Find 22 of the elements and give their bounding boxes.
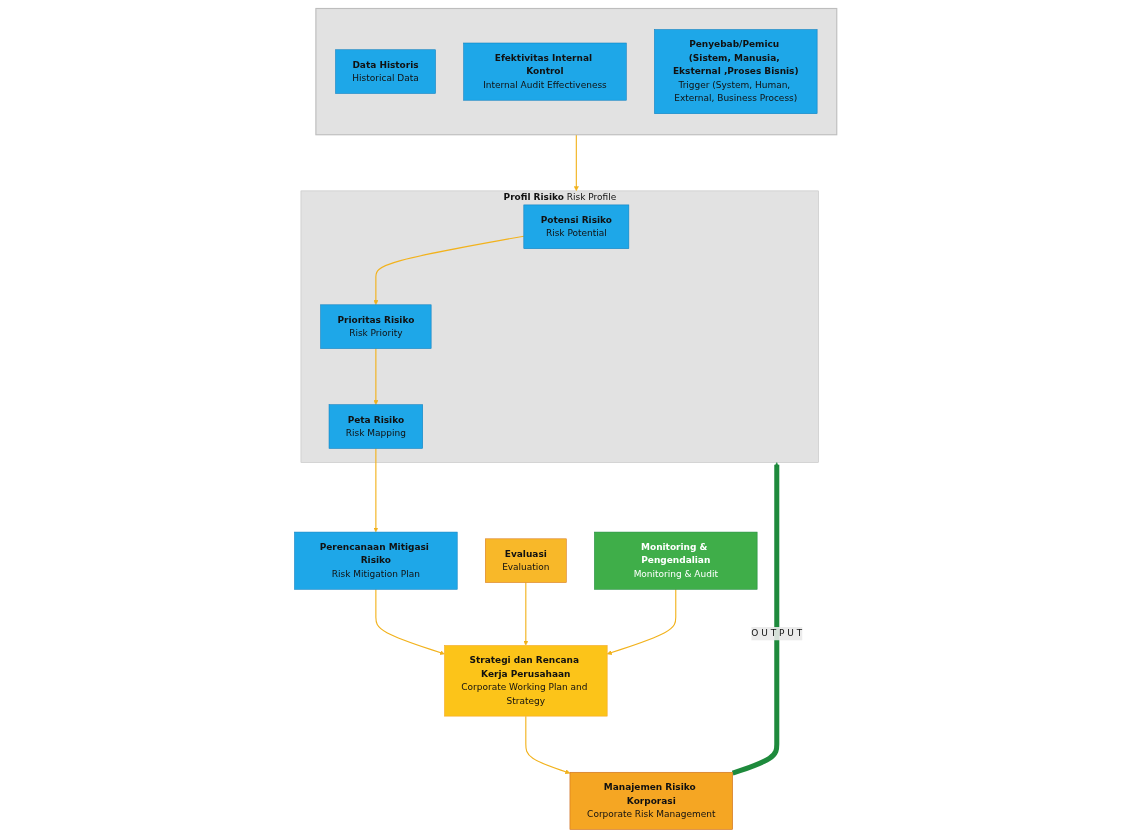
node-box: Evaluasi Evaluation [485,538,567,583]
node-box: Monitoring & Pengendalian Monitoring & Audit [594,531,758,590]
arrow [607,588,677,655]
arrow [375,588,446,655]
node-box: Efektivitas Internal Kontrol Internal Audit Effectiveness [463,42,627,101]
node-box: Perencanaan Mitigasi Risiko Risk Mitigation Plan [294,531,458,590]
arrow [732,462,780,776]
arrow [523,582,529,646]
node-box: Penyebab/Pemicu (Sistem, Manusia, Eksternal ,Proses Bisnis) Trigger (System, Human, External, Business Process) [654,29,818,114]
arrow [574,134,580,192]
node-box: Prioritas Risiko Risk Priority [320,304,432,349]
edge-label: O U T P U T [751,628,803,639]
node-box: Strategi dan Rencana Kerja Perusahaan Corporate Working Plan and Strategy [444,645,608,717]
node-box: Manajemen Risiko Korporasi Corporate Risk Management [570,771,734,830]
arrow [525,715,571,775]
node-box: Data Historis Historical Data [335,49,437,94]
arrow [373,235,525,305]
node-box: Potensi Risiko Risk Potential [523,204,630,249]
cluster [315,7,838,136]
arrow [373,348,379,405]
arrow [373,447,379,533]
node-box: Peta Risiko Risk Mapping [329,404,424,449]
